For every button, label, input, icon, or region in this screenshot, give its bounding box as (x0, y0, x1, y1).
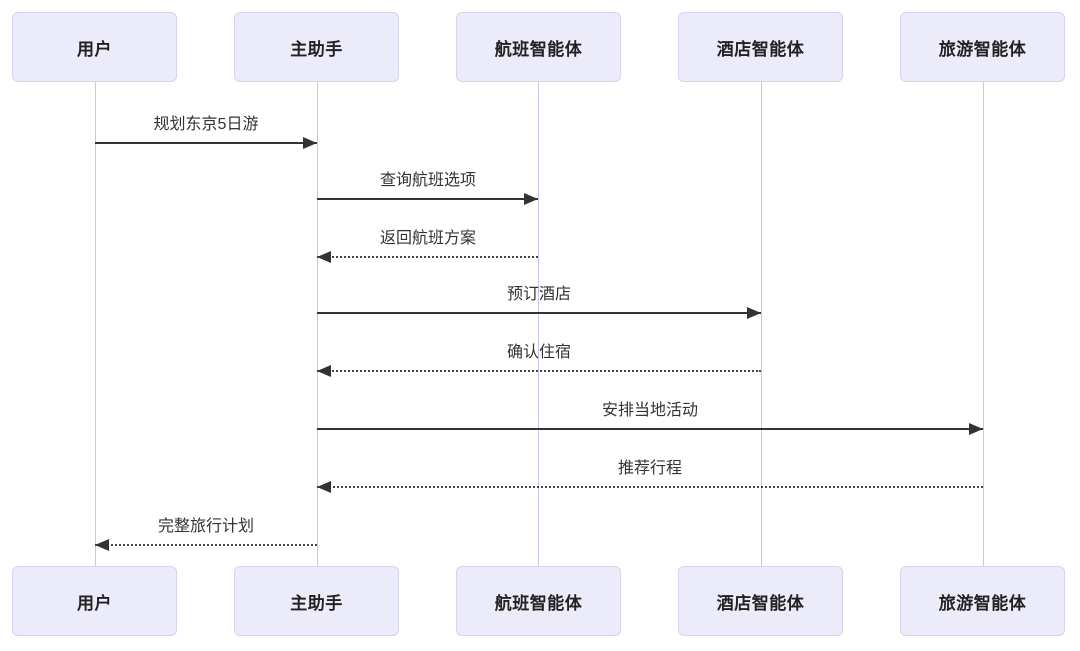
participant-box-bottom-hotel-agent: 酒店智能体 (678, 566, 843, 636)
message-line-7 (317, 486, 983, 488)
arrowhead-right-icon (303, 137, 317, 149)
lifeline-user (95, 82, 96, 566)
lifeline-hotel-agent (761, 82, 762, 566)
message-label-4: 预订酒店 (506, 286, 572, 303)
lifeline-travel-agent (983, 82, 984, 566)
message-label-2: 查询航班选项 (379, 172, 477, 189)
message-label-6: 安排当地活动 (601, 402, 699, 419)
message-label-7: 推荐行程 (617, 460, 683, 477)
arrowhead-left-icon (95, 539, 109, 551)
message-line-6 (317, 428, 983, 430)
message-label-5: 确认住宿 (506, 344, 572, 361)
arrowhead-right-icon (524, 193, 538, 205)
lifeline-flight-agent (538, 82, 539, 566)
participant-box-bottom-main-assistant: 主助手 (234, 566, 399, 636)
message-label-8: 完整旅行计划 (157, 518, 255, 535)
participant-box-bottom-flight-agent: 航班智能体 (456, 566, 621, 636)
message-line-1 (95, 142, 317, 144)
arrowhead-left-icon (317, 251, 331, 263)
message-label-3: 返回航班方案 (379, 230, 477, 247)
participant-box-top-flight-agent: 航班智能体 (456, 12, 621, 82)
participant-box-top-travel-agent: 旅游智能体 (900, 12, 1065, 82)
lifeline-main-assistant (317, 82, 318, 566)
message-line-2 (317, 198, 538, 200)
message-line-8 (95, 544, 317, 546)
participant-box-top-main-assistant: 主助手 (234, 12, 399, 82)
arrowhead-right-icon (747, 307, 761, 319)
message-line-5 (317, 370, 761, 372)
message-line-3 (317, 256, 538, 258)
arrowhead-left-icon (317, 365, 331, 377)
message-label-1: 规划东京5日游 (153, 116, 259, 133)
participant-box-bottom-travel-agent: 旅游智能体 (900, 566, 1065, 636)
participant-box-top-hotel-agent: 酒店智能体 (678, 12, 843, 82)
participant-box-bottom-user: 用户 (12, 566, 177, 636)
arrowhead-right-icon (969, 423, 983, 435)
participant-box-top-user: 用户 (12, 12, 177, 82)
arrowhead-left-icon (317, 481, 331, 493)
message-line-4 (317, 312, 761, 314)
